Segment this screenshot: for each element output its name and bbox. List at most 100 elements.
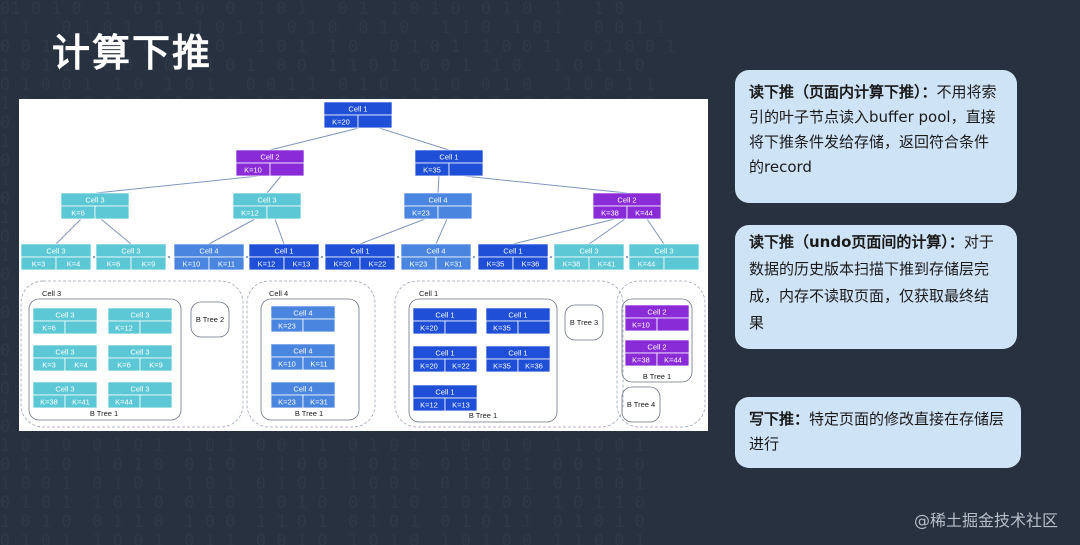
node-key-right [302,356,336,371]
group-container [394,280,624,428]
tree-edge [463,175,628,194]
tree-edge [55,218,82,245]
node-cell-label: Cell 3 [55,348,74,357]
info-card-write-pushdown: 写下推：特定页面的修改直接在存储层进行 [735,397,1021,468]
node-cell-label: Cell 2 [647,308,666,317]
info-card-read-pushdown-page: 读下推（页面内计算下推）：不用将索引的叶子节点读入buffer pool，直接将… [735,70,1017,203]
tree-edge [378,127,450,151]
leaf-link-dot [92,255,96,259]
node-key-text: K=38 [632,356,650,365]
node-key-text: K=23 [278,398,296,407]
tree-edge [269,127,360,151]
node-key-text: K=22 [452,362,470,371]
node-key-right [444,397,478,412]
node-key-right [283,256,320,271]
tree-edge [274,218,285,245]
node-cell-label: Cell 3 [654,247,673,256]
node-key-right [139,394,173,409]
node-key-text: K=41 [72,398,90,407]
card-text: 特定页面的修改直接在存储层进行 [749,410,1005,453]
node-cell-label: Cell 4 [293,309,312,318]
group-cell-node: Cell 2K=10 [624,304,690,332]
node-key-text: K=20 [420,324,438,333]
node-cell-label: Cell 2 [647,343,666,352]
node-key-right [208,256,245,271]
node-cell-label: Cell 1 [503,247,522,256]
btree-box [621,298,693,383]
node-key-right [139,320,173,335]
leaf-link-dot [396,255,400,259]
leaf-link-dot [320,255,324,259]
node-key-text: K=38 [563,260,581,269]
node-key-text: K=44 [115,398,133,407]
node-key-text: K=44 [635,209,653,218]
group-title: Cell 4 [269,289,288,298]
node-key-text: K=4 [67,260,81,269]
node-key-text: K=35 [493,362,511,371]
group-cell-node: Cell 1 K=20 [412,307,478,335]
tree-edge [208,218,256,245]
node-cell-label: Cell 1 [435,349,454,358]
leaf-link-dot [167,255,171,259]
node-cell-label: Cell 4 [428,196,447,205]
card-heading: 写下推： [749,410,810,428]
group-container [246,280,376,428]
group-title: Cell 1 [419,289,438,298]
node-key-right [64,357,98,372]
node-cell-label: Cell 1 [435,311,454,320]
tree-edge [100,218,132,245]
side-btree-box [564,304,604,341]
leaf-link-dot [472,255,476,259]
node-cell-label: Cell 3 [130,385,149,394]
node-key-right [437,205,473,220]
node-key-text: K=22 [369,260,387,269]
node-cell-label: Cell 3 [257,196,276,205]
node-cell-label: Cell 4 [293,347,312,356]
node-key-right [517,320,551,335]
node-key-text: K=35 [487,260,505,269]
node-key-right [302,394,336,409]
node-key-right [448,162,484,177]
node-key-text: K=3 [32,260,46,269]
info-card-read-pushdown-undo: 读下推（undo页面间的计算）：对于数据的历史版本扫描下推到存储层完成，内存不读… [735,225,1017,349]
page-title: 计算下推 [52,31,213,75]
node-cell-label: Cell 3 [121,247,140,256]
node-key-right [357,114,393,129]
leaf-link-dot [549,255,553,259]
root-node: Cell 1K=20 [323,101,393,129]
level1-node: Cell 1K=35 [414,149,484,177]
group-title: Cell 3 [42,289,61,298]
btree-label: B Tree 1 [469,411,497,420]
node-key-text: K=41 [598,260,616,269]
node-cell-label: Cell 3 [130,348,149,357]
node-key-right [139,357,173,372]
node-key-text: K=31 [445,260,463,269]
node-key-text: K=23 [410,260,428,269]
btree-box [260,298,360,421]
node-key-text: K=3 [42,361,56,370]
side-btree-label: B Tree 3 [570,318,598,327]
node-key-right [588,256,625,271]
watermark: @稀土掘金技术社区 [913,511,1058,530]
node-key-text: K=6 [71,209,85,218]
node-key-text: K=6 [117,361,131,370]
tree-edge [437,175,440,194]
node-cell-label: Cell 2 [260,153,279,162]
tree-edge [588,218,626,245]
node-key-right [94,205,130,220]
node-key-right [444,320,478,335]
node-key-text: K=11 [218,260,235,269]
group-cell-node: Cell 3K=6 [32,307,98,335]
node-key-text: K=23 [412,209,430,218]
side-btree-box [621,386,661,423]
node-key-text: K=36 [525,362,543,371]
node-cell-label: Cell 4 [199,247,218,256]
node-key-right [656,317,690,332]
